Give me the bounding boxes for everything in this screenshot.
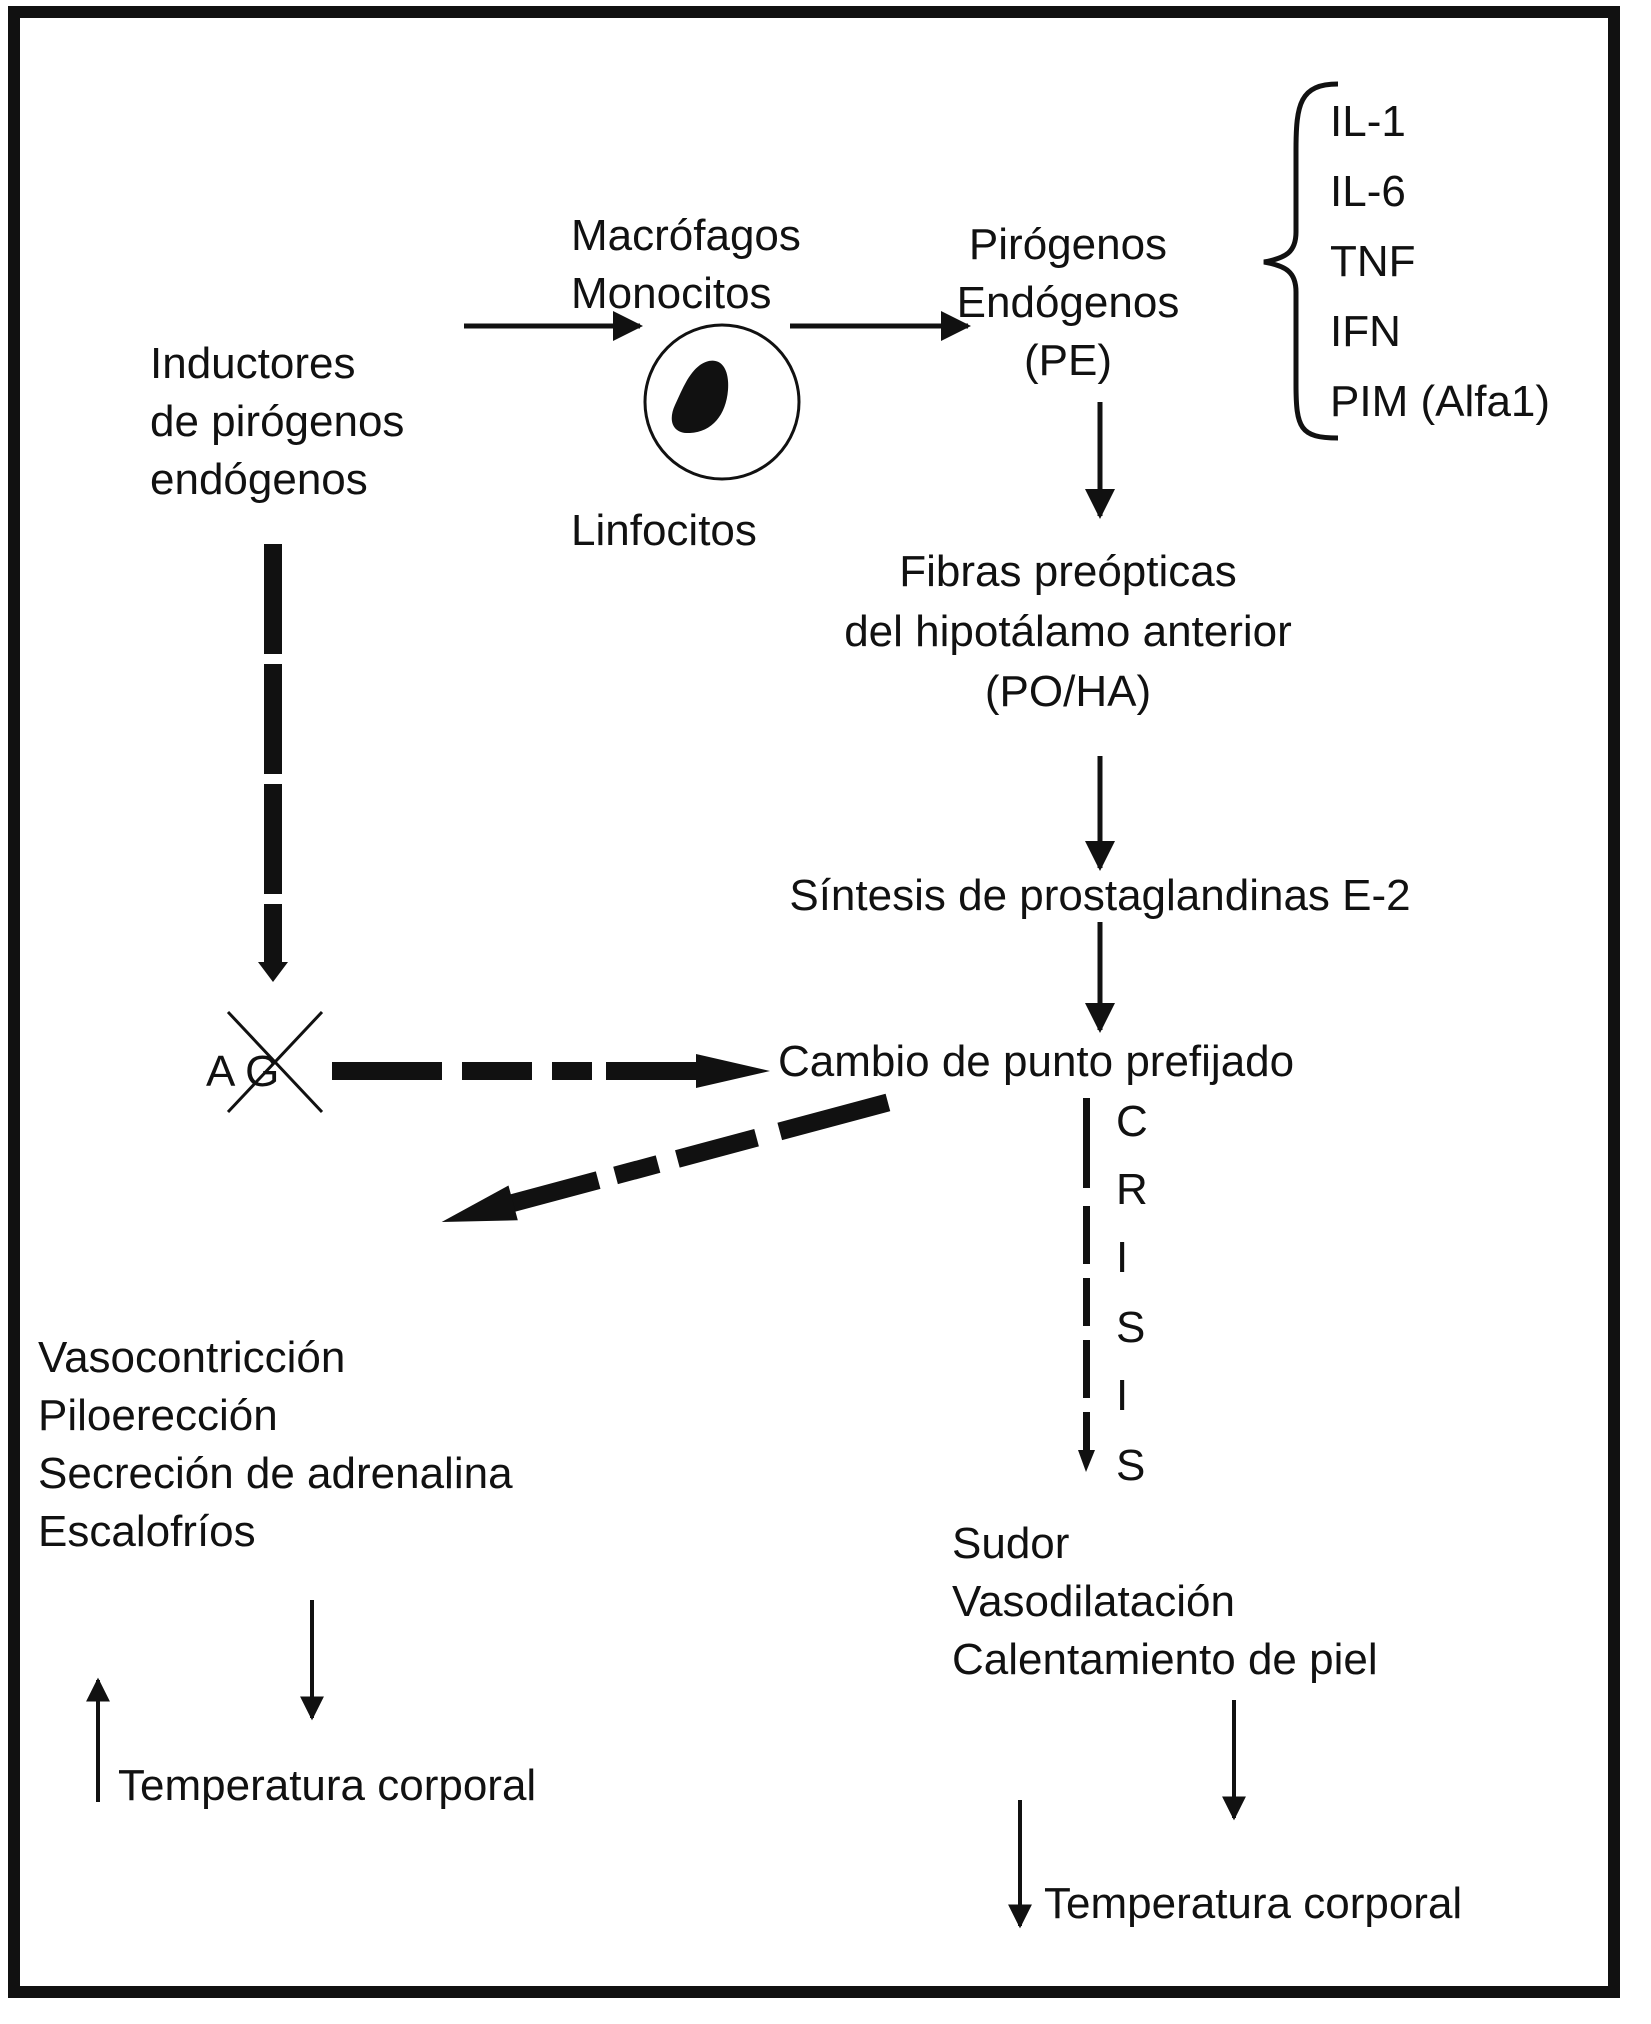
temperature-left-label: Temperatura corporal	[118, 1761, 536, 1810]
arrow-setpoint-to-heat-gain	[441, 1093, 891, 1223]
crisis-letter: S	[1116, 1441, 1145, 1490]
pyrogens-label: Pirógenos Endógenos (PE)	[957, 220, 1180, 385]
heat-gain-list: Vasocontricción Piloerección Secreción d…	[38, 1333, 513, 1556]
crisis-letters: C R I S I S	[1116, 1097, 1148, 1490]
hypothalamus-label: Fibras preópticas del hipotálamo anterio…	[844, 547, 1292, 716]
monocytes-label: Monocitos	[571, 269, 772, 318]
heat-loss-list: Sudor Vasodilatación Calentamiento de pi…	[952, 1519, 1378, 1684]
lymphocytes-label: Linfocitos	[571, 506, 757, 555]
heat-loss-item: Calentamiento de piel	[952, 1635, 1378, 1684]
cell-icon	[643, 323, 801, 481]
cytokine-list: IL-1 IL-6 TNF IFN PIM (Alfa1)	[1330, 97, 1550, 426]
arrow-crisis-dashed	[1078, 1098, 1095, 1472]
heat-loss-item: Vasodilatación	[952, 1577, 1235, 1626]
temperature-right-label: Temperatura corporal	[1044, 1879, 1462, 1928]
heat-gain-item: Escalofríos	[38, 1507, 256, 1556]
cytokine-tnf: TNF	[1330, 237, 1416, 286]
prostaglandin-label: Síntesis de prostaglandinas E-2	[789, 871, 1410, 920]
cytokine-brace	[1263, 81, 1339, 441]
hypothalamus-line-3: (PO/HA)	[985, 667, 1151, 716]
hypothalamus-line-2: del hipotálamo anterior	[844, 607, 1292, 656]
pyrogens-line-2: Endógenos	[957, 278, 1180, 327]
arrow-inducers-to-ag	[258, 544, 288, 982]
heat-gain-item: Vasocontricción	[38, 1333, 345, 1382]
ag-cross-icon	[226, 1010, 324, 1114]
crisis-letter: I	[1116, 1371, 1128, 1420]
heat-gain-item: Piloerección	[38, 1391, 278, 1440]
crisis-letter: C	[1116, 1097, 1148, 1146]
crisis-letter: I	[1116, 1233, 1128, 1282]
cell-nucleus	[671, 360, 729, 434]
pyrogens-line-1: Pirógenos	[969, 220, 1167, 269]
pyrogens-line-3: (PE)	[1024, 336, 1112, 385]
cytokine-il1: IL-1	[1330, 97, 1406, 146]
cytokine-ifn: IFN	[1330, 307, 1401, 356]
crisis-letter: S	[1116, 1303, 1145, 1352]
heat-gain-item: Secreción de adrenalina	[38, 1449, 513, 1498]
inducers-label: Inductores de pirógenos endógenos	[150, 339, 404, 504]
inducers-line-1: Inductores	[150, 339, 355, 388]
setpoint-label: Cambio de punto prefijado	[778, 1037, 1294, 1086]
inducers-line-3: endógenos	[150, 455, 368, 504]
outer-frame	[8, 6, 1620, 1998]
hypothalamus-line-1: Fibras preópticas	[899, 547, 1236, 596]
heat-loss-item: Sudor	[952, 1519, 1069, 1568]
crisis-letter: R	[1116, 1165, 1148, 1214]
cytokine-pim: PIM (Alfa1)	[1330, 377, 1550, 426]
arrow-ag-to-setpoint	[332, 1054, 770, 1088]
cytokine-il6: IL-6	[1330, 167, 1406, 216]
macrophages-label: Macrófagos	[571, 211, 801, 260]
inducers-line-2: de pirógenos	[150, 397, 404, 446]
